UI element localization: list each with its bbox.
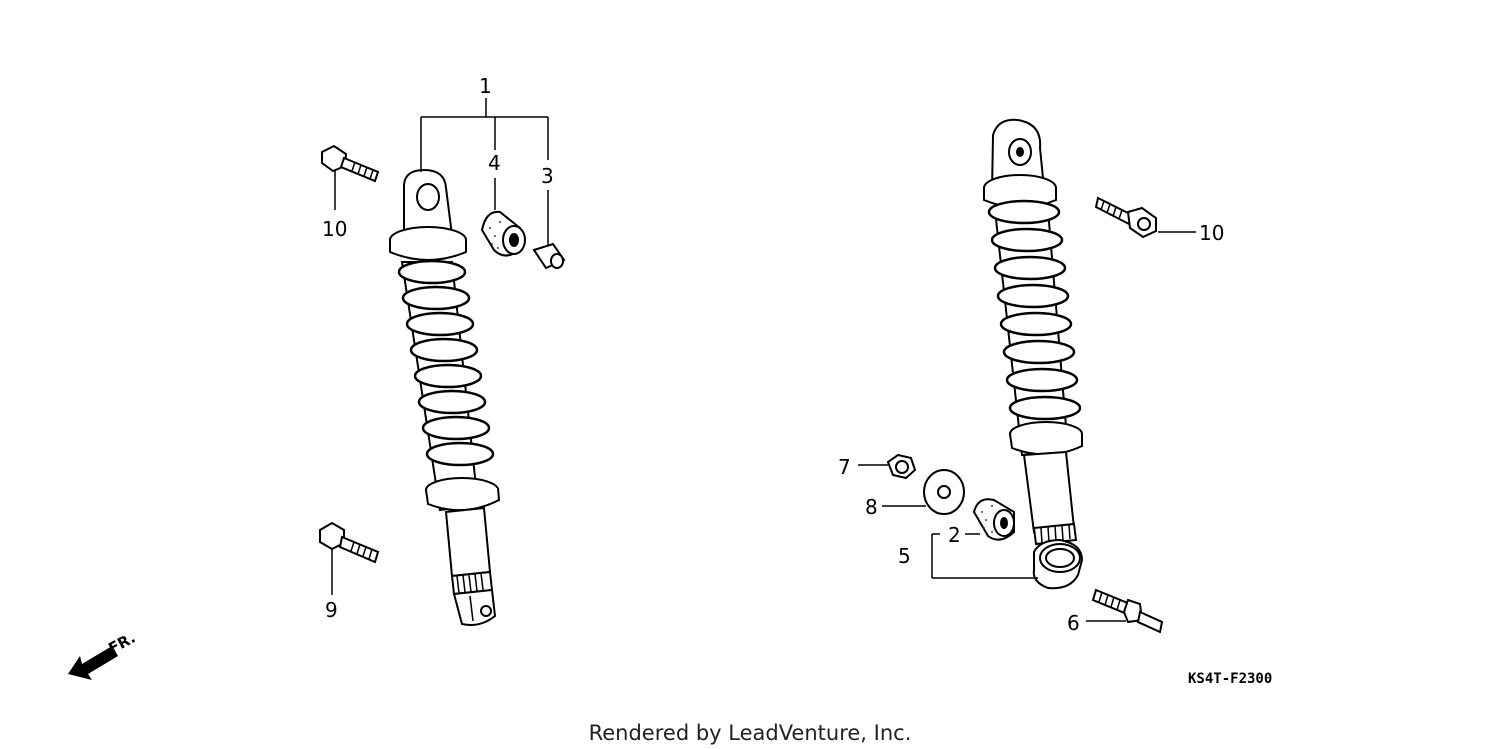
callout-6: 6 xyxy=(1067,611,1080,635)
callout-1: 1 xyxy=(479,74,492,98)
callout-10-right: 10 xyxy=(1199,221,1224,245)
callout-10-left: 10 xyxy=(322,217,347,241)
callout-5: 5 xyxy=(898,544,911,568)
front-arrow-icon xyxy=(68,646,118,680)
callout-2: 2 xyxy=(948,523,961,547)
callout-3: 3 xyxy=(541,164,554,188)
stud-6[interactable] xyxy=(1091,588,1164,634)
bushing-4[interactable] xyxy=(480,210,526,257)
diagram-code: KS4T-F2300 xyxy=(1188,671,1272,687)
bolt-9[interactable] xyxy=(319,521,380,564)
bushing-2[interactable] xyxy=(972,498,1015,541)
callout-7: 7 xyxy=(838,455,851,479)
callout-4: 4 xyxy=(488,151,501,175)
right-shock-absorber[interactable] xyxy=(983,118,1084,590)
callout-9: 9 xyxy=(325,598,338,622)
nut-7[interactable] xyxy=(886,453,917,480)
callout-8: 8 xyxy=(865,495,878,519)
left-shock-absorber[interactable] xyxy=(389,168,501,626)
washer-8[interactable] xyxy=(923,469,965,515)
right-leader-lines xyxy=(858,231,1196,622)
footer-credit: Rendered by LeadVenture, Inc. xyxy=(589,721,912,745)
bolt-10-left[interactable] xyxy=(321,144,380,183)
bolt-10-right[interactable] xyxy=(1094,196,1157,239)
collar-3[interactable] xyxy=(532,242,566,270)
front-direction-indicator: FR. xyxy=(68,629,138,680)
left-leader-lines xyxy=(331,98,549,595)
